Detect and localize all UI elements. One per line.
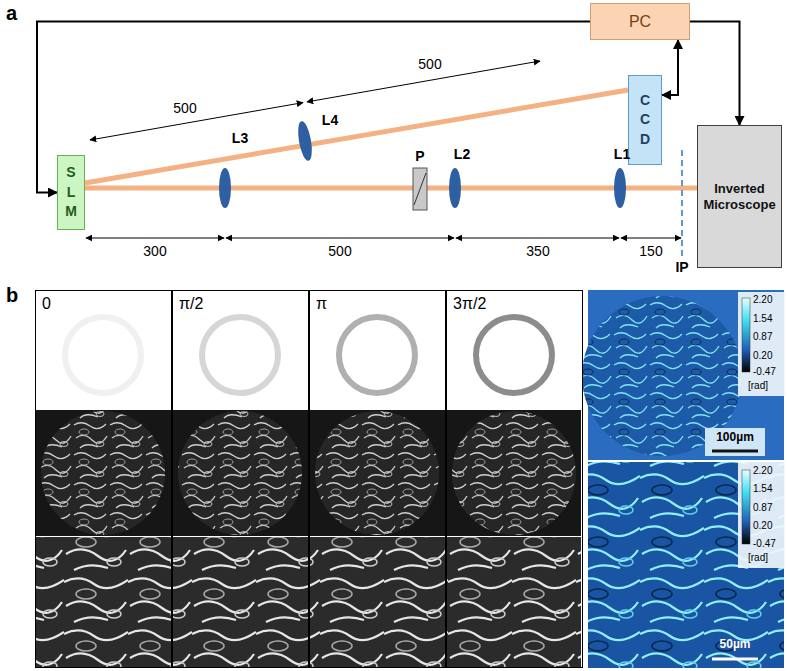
panel-letter: a xyxy=(6,2,17,25)
polarizer-label: P xyxy=(415,148,424,164)
phase-label: 3π/2 xyxy=(453,294,486,313)
scale-bar-label: 50µm xyxy=(720,638,751,652)
scale-bar-label: 100µm xyxy=(716,431,754,445)
colorbar-tick: 1.54 xyxy=(753,483,772,495)
colorbar-tick: 1.54 xyxy=(753,313,772,325)
dimension: 350 xyxy=(526,243,549,259)
node-label: Inverted Microscope xyxy=(700,181,779,212)
slm-box: S L M xyxy=(57,155,85,230)
lens-label: L3 xyxy=(232,130,248,146)
dimension: 500 xyxy=(328,243,351,259)
phase-panel: 0 xyxy=(35,290,172,668)
colorbar-tick: 2.20 xyxy=(753,294,772,306)
connector-line xyxy=(662,40,678,95)
lens-label: L2 xyxy=(454,146,470,162)
colorbar-tick: 0.87 xyxy=(753,502,772,514)
lens-label: L4 xyxy=(322,112,338,128)
phase-label: π xyxy=(316,294,327,313)
node-label: S L M xyxy=(64,163,78,222)
colorbar-tick: -0.47 xyxy=(753,366,776,378)
dimension: 500 xyxy=(173,100,196,116)
node-label: C C D xyxy=(638,91,652,150)
colorbar-tick: 2.20 xyxy=(753,465,772,477)
panel-letter: b xyxy=(6,284,18,307)
computer-box: PC xyxy=(590,3,690,40)
colorbar-tick: 0.87 xyxy=(753,331,772,343)
dimension: 150 xyxy=(639,243,662,259)
node-label: PC xyxy=(629,12,651,31)
dimension: 300 xyxy=(143,243,166,259)
connector-line xyxy=(690,22,740,126)
image-plane-label: IP xyxy=(675,259,688,275)
microscope-box: Inverted Microscope xyxy=(697,125,782,268)
phase-label: π/2 xyxy=(179,294,203,313)
lens-label: L1 xyxy=(614,146,630,162)
colorbar-tick: 0.20 xyxy=(753,350,772,362)
connector-line xyxy=(37,22,590,193)
ccd-camera: C C D xyxy=(628,75,662,165)
colorbar-unit: [rad] xyxy=(748,380,768,392)
phase-panel: π xyxy=(309,290,446,668)
phase-panel: π/2 xyxy=(172,290,309,668)
dimension: 500 xyxy=(418,56,441,72)
colorbar-tick: -0.47 xyxy=(753,538,776,550)
phase-label: 0 xyxy=(42,294,51,313)
colorbar-unit: [rad] xyxy=(748,552,768,564)
phase-panel: 3π/2 xyxy=(446,290,583,668)
colorbar-tick: 0.20 xyxy=(753,520,772,532)
